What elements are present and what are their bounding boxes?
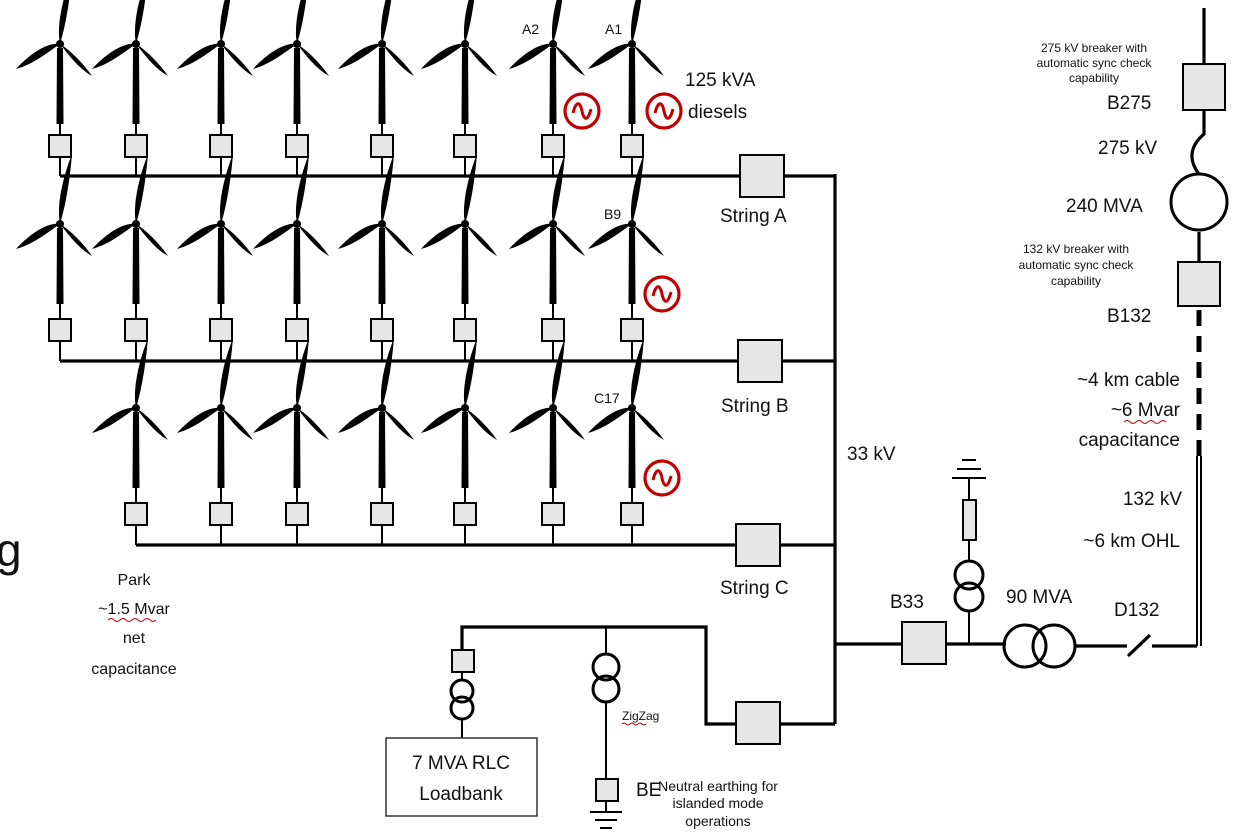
breaker-b275-label: B275 [1107, 93, 1151, 114]
cropped-edge-glyph: g [0, 524, 22, 576]
turbine-label-a2: A2 [522, 21, 539, 37]
diesels-label-line1: 125 kVA [685, 70, 756, 91]
disconnector-d132-label: D132 [1114, 600, 1159, 621]
bus-33kv-label: 33 kV [847, 444, 896, 465]
string-c-turbines [92, 338, 664, 545]
earthing-tx-element [962, 499, 977, 541]
earthing-note-line3: operations [685, 813, 750, 829]
string-c-row: C17 String C [92, 338, 835, 599]
park-line1: Park [118, 572, 152, 589]
breaker-b33-label: B33 [890, 592, 924, 613]
cable-length-label: ~4 km cable [1077, 370, 1180, 391]
loadbank-branch: 7 MVA RLC Loadbank [385, 625, 835, 817]
transformer-90mva-icon [1002, 623, 1048, 669]
string-a-label: String A [720, 206, 787, 227]
park-line3: net [123, 630, 146, 647]
disconnector-d132[interactable] [1126, 633, 1152, 658]
breaker-b132-label: B132 [1107, 306, 1151, 327]
earthing-breaker-be[interactable] [595, 778, 619, 802]
park-line4: capacitance [91, 661, 176, 678]
breaker-b33[interactable] [901, 621, 947, 665]
loadbank-feeder-breaker[interactable] [735, 701, 781, 745]
bus-33kv: 33 kV [833, 174, 896, 724]
voltage-132kv-label: 132 kV [1123, 489, 1182, 510]
cable-capacitance-label: capacitance [1079, 430, 1180, 451]
earthing-note-line1: Neutral earthing for [658, 778, 778, 794]
b275-note-line1: 275 kV breaker with [1041, 41, 1147, 55]
string-b-label: String B [721, 396, 789, 417]
earthing-note-line2: islanded mode [672, 795, 763, 811]
loadbank-label-line2: Loadbank [419, 784, 503, 805]
zigzag-label: ZigZag [622, 709, 659, 723]
transformer-240mva-label: 240 MVA [1066, 196, 1143, 217]
zigzag-earthing: ZigZag BE Neutral earthing for islanded … [590, 627, 778, 829]
b132-note-line2: automatic sync check [1019, 258, 1135, 272]
voltage-275kv-label: 275 kV [1098, 138, 1157, 159]
cable-mvar-label: ~6 Mvar [1111, 400, 1181, 421]
string-c-breaker[interactable] [735, 523, 781, 567]
transformer-90mva-label: 90 MVA [1006, 587, 1073, 608]
loadbank-box [385, 737, 538, 817]
string-a-breaker[interactable] [739, 154, 785, 198]
b132-note-line3: capability [1051, 274, 1101, 288]
diesel-generator-a1-icon [645, 92, 683, 130]
loadbank-label-line1: 7 MVA RLC [412, 753, 510, 774]
loadbank-breaker[interactable] [451, 649, 475, 673]
string-c-label: String C [720, 578, 789, 599]
b275-note-line2: automatic sync check [1037, 56, 1153, 70]
transformer-240mva-icon [1169, 172, 1229, 232]
string-b-breaker[interactable] [737, 339, 783, 383]
turbine-label-b9: B9 [604, 206, 621, 222]
substation: B33 90 MVA D132 275 kV [835, 8, 1229, 669]
diesel-generator-c17-icon [643, 459, 681, 497]
earthing-breaker-label: BE [636, 780, 661, 801]
diesels-label-line2: diesels [688, 102, 747, 123]
b132-note-line1: 132 kV breaker with [1023, 242, 1129, 256]
string-b-row: B9 String B [16, 154, 835, 417]
turbine-label-a1: A1 [605, 21, 622, 37]
park-capacitance-note: Park ~1.5 Mvar net capacitance [91, 572, 176, 678]
string-b-turbines [16, 154, 664, 361]
park-line2: ~1.5 Mvar [98, 601, 170, 618]
string-a-turbines [16, 0, 664, 176]
diesel-generator-b9-icon [643, 275, 681, 313]
breaker-b132[interactable] [1177, 261, 1221, 307]
turbine-label-c17: C17 [594, 390, 620, 406]
breaker-b275[interactable] [1182, 63, 1226, 111]
diesel-generator-a2-icon [563, 92, 601, 130]
b275-note-line3: capability [1069, 71, 1119, 85]
string-a-row: A2 A1 125 kVA diesels String A [16, 0, 835, 227]
ohl-length-label: ~6 km OHL [1083, 531, 1180, 552]
